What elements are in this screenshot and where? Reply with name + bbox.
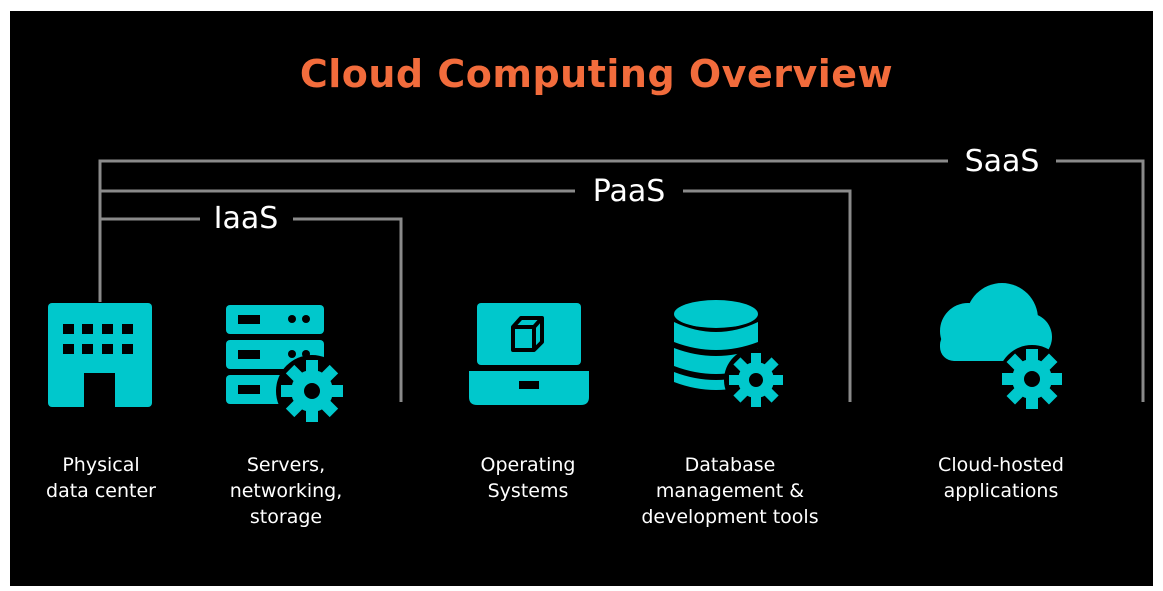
iaas-bracket bbox=[100, 217, 403, 402]
cloud-gear-icon bbox=[940, 283, 1066, 413]
physical-data-center-label: Physical data center bbox=[46, 454, 156, 502]
saas-label: SaaS bbox=[964, 144, 1040, 179]
diagram-panel bbox=[10, 11, 1153, 586]
cloud-hosted-applications-label: Cloud-hosted applications bbox=[938, 454, 1064, 502]
server-rack-gear-icon bbox=[226, 305, 348, 423]
servers-networking-storage-label: Servers, networking, storage bbox=[229, 454, 343, 528]
laptop-cube-icon bbox=[469, 303, 589, 405]
database-gear-icon bbox=[674, 300, 786, 408]
page-title: Cloud Computing Overview bbox=[299, 52, 894, 96]
database-dev-tools-label: Database management & development tools bbox=[641, 454, 819, 528]
operating-systems-label: Operating Systems bbox=[480, 454, 576, 502]
building-icon bbox=[48, 303, 152, 407]
paas-bracket bbox=[100, 189, 852, 402]
paas-label: PaaS bbox=[592, 174, 666, 209]
iaas-label: IaaS bbox=[213, 201, 279, 236]
saas-bracket bbox=[98, 159, 1145, 402]
